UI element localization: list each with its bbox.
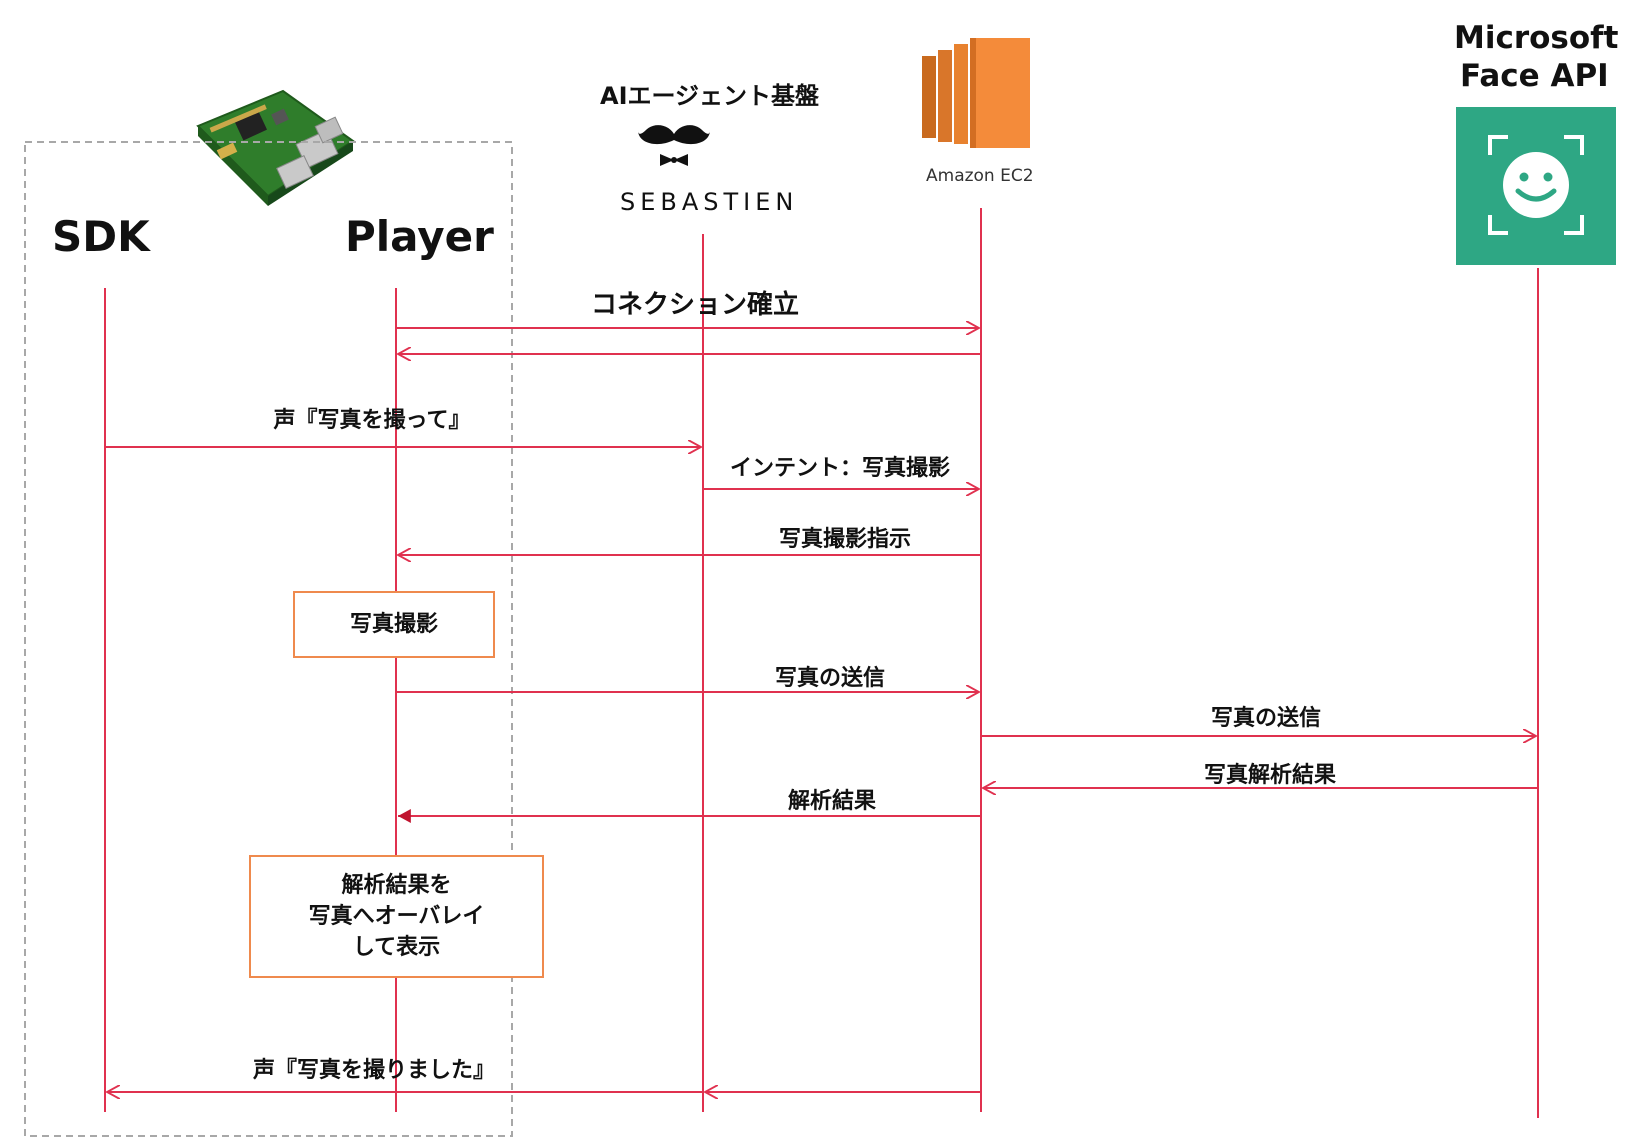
sdk-label: SDK [52, 212, 150, 261]
activity-overlay-result: 解析結果を 写真へオーバレイ して表示 [249, 855, 544, 978]
msg-connection: コネクション確立 [590, 290, 800, 320]
amazon-ec2-icon [922, 38, 1030, 148]
agent-platform-title: AIエージェント基盤 [600, 82, 820, 110]
msg-send-photo-face: 写真の送信 [1210, 706, 1322, 731]
face-api-title-line2: Face API [1460, 58, 1609, 94]
msg-analysis-result-face: 写真解析結果 [1203, 763, 1337, 788]
msg-voice-command: 声『写真を撮って』 [273, 408, 471, 433]
face-detection-icon [1456, 107, 1616, 265]
msg-voice-reply: 声『写真を撮りました』 [252, 1058, 496, 1083]
mustache-bowtie-icon [638, 125, 710, 166]
player-label: Player [345, 212, 494, 261]
msg-photo-instruction: 写真撮影指示 [778, 527, 912, 552]
msg-intent: インテント：写真撮影 [729, 456, 951, 481]
face-api-title-line1: Microsoft [1454, 20, 1619, 56]
msg-send-photo-ec2: 写真の送信 [774, 666, 886, 691]
activity-take-photo: 写真撮影 [293, 591, 495, 658]
device-group-boundary [24, 141, 513, 1137]
ec2-label: Amazon EC2 [926, 166, 1034, 186]
msg-analysis-result-player: 解析結果 [787, 789, 877, 814]
raspberry-pi-board-icon [196, 89, 355, 206]
sebastien-logo-text: SEBASTIEN [620, 188, 799, 216]
